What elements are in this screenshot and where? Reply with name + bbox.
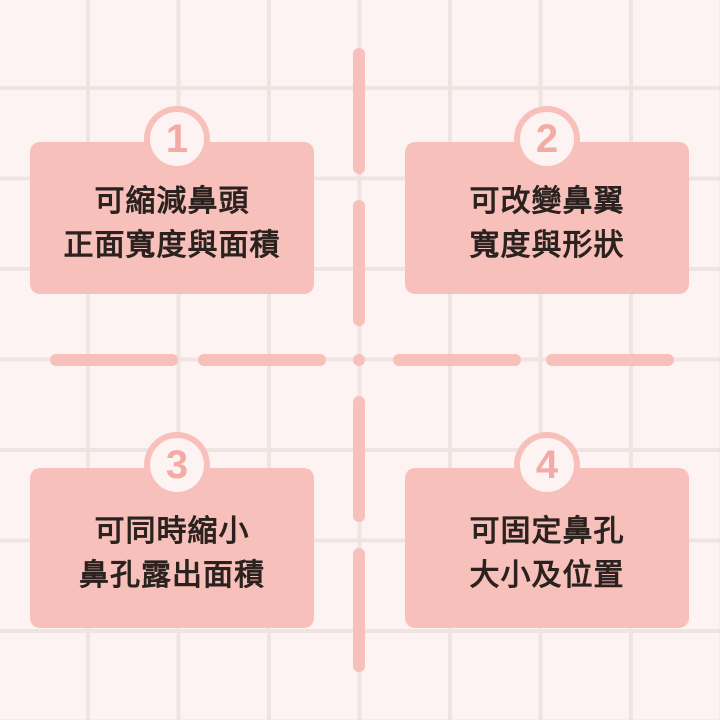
feature-card-1-line1: 可縮減鼻頭 [94, 184, 250, 219]
vertical-divider-segment [353, 48, 365, 174]
number-badge-3: 3 [144, 432, 210, 498]
feature-card-2-line1: 可改變鼻翼 [469, 184, 625, 219]
horizontal-divider-segment [50, 354, 178, 366]
number-badge-2: 2 [514, 106, 580, 172]
feature-card-3: 可同時縮小 鼻孔露出面積 [30, 468, 314, 628]
number-badge-4-label: 4 [520, 438, 574, 492]
horizontal-divider-segment [393, 354, 521, 366]
center-dot [353, 354, 365, 366]
feature-card-4-line2: 大小及位置 [469, 558, 625, 593]
number-badge-1-label: 1 [150, 112, 204, 166]
feature-card-3-line2: 鼻孔露出面積 [79, 558, 265, 593]
feature-card-3-line1: 可同時縮小 [94, 514, 250, 549]
horizontal-divider-segment [198, 354, 326, 366]
number-badge-4: 4 [514, 432, 580, 498]
feature-card-1-line2: 正面寬度與面積 [63, 228, 281, 263]
number-badge-2-label: 2 [520, 112, 574, 166]
number-badge-3-label: 3 [150, 438, 204, 492]
feature-card-2-line2: 寬度與形狀 [469, 228, 625, 263]
horizontal-divider-segment [546, 354, 674, 366]
vertical-divider-segment [353, 548, 365, 672]
number-badge-1: 1 [144, 106, 210, 172]
vertical-divider-segment [353, 396, 365, 522]
feature-card-4-line1: 可固定鼻孔 [469, 514, 625, 549]
vertical-divider-segment [353, 200, 365, 326]
